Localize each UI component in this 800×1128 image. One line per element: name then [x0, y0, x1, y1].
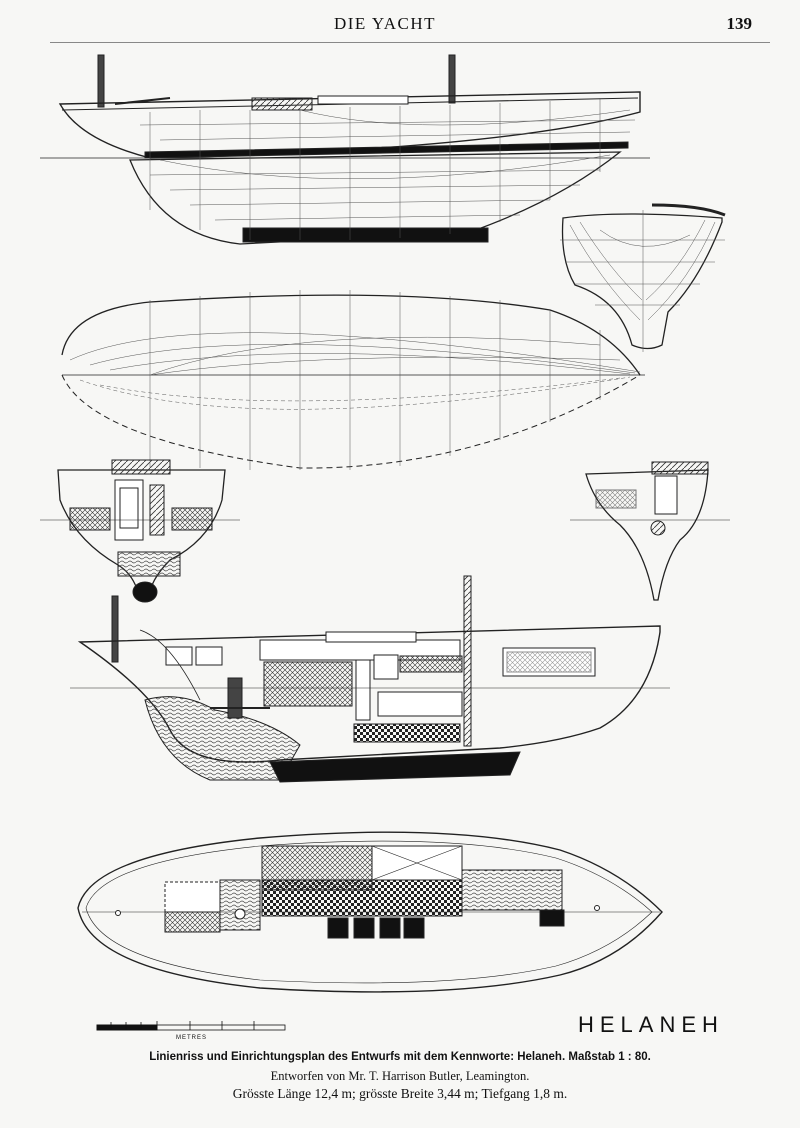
- caption-scale: Maßstab 1 : 80.: [568, 1051, 651, 1063]
- inboard-profile: [70, 575, 670, 783]
- caption-dimensions: Grösste Länge 12,4 m; grösste Breite 3,4…: [232, 1086, 568, 1101]
- boat-name: HELANEH: [578, 1012, 724, 1037]
- profile-lines-plan: [40, 54, 650, 245]
- mast-stump: [448, 54, 456, 104]
- body-plan: [560, 203, 726, 352]
- midship-section-left: [40, 459, 240, 603]
- scale-bar: [96, 1021, 286, 1031]
- scale-bar-label: METRES: [176, 1035, 208, 1041]
- caption-line-1: Linienriss und Einrichtungsplan des Entw…: [0, 1051, 800, 1063]
- page-number: 139: [726, 14, 753, 33]
- page-header: DIE YACHT 139: [0, 14, 800, 38]
- header-rule: [50, 42, 770, 43]
- caption-designer: Entworfen von Mr. T. Harrison Butler, Le…: [270, 1069, 530, 1083]
- running-title: DIE YACHT: [333, 14, 437, 33]
- section-right: [570, 461, 730, 601]
- half-breadth-plan: [61, 290, 645, 470]
- deck-plan: [77, 831, 663, 993]
- caption-title: Linienriss und Einrichtungsplan des Entw…: [149, 1051, 566, 1063]
- bowsprit-post: [97, 54, 105, 108]
